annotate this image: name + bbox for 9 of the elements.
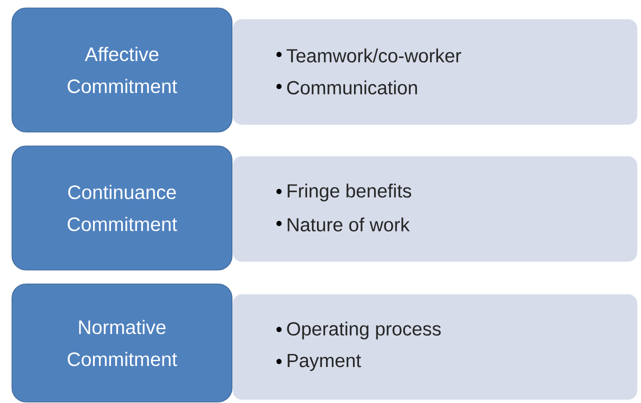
bullet-item: Payment [276, 354, 362, 371]
bullet-item: Teamwork/co-worker [276, 48, 462, 62]
heading-box: Normative Commitment [12, 284, 232, 402]
heading-box: Affective Commitment [12, 8, 232, 132]
heading-box: Continuance Commitment [12, 146, 232, 270]
bullet-item: Operating process [276, 322, 441, 340]
bullet-item: Nature of work [276, 218, 410, 232]
bullet-item: Communication [276, 80, 417, 94]
bullet-item: Fringe benefits [276, 184, 412, 202]
